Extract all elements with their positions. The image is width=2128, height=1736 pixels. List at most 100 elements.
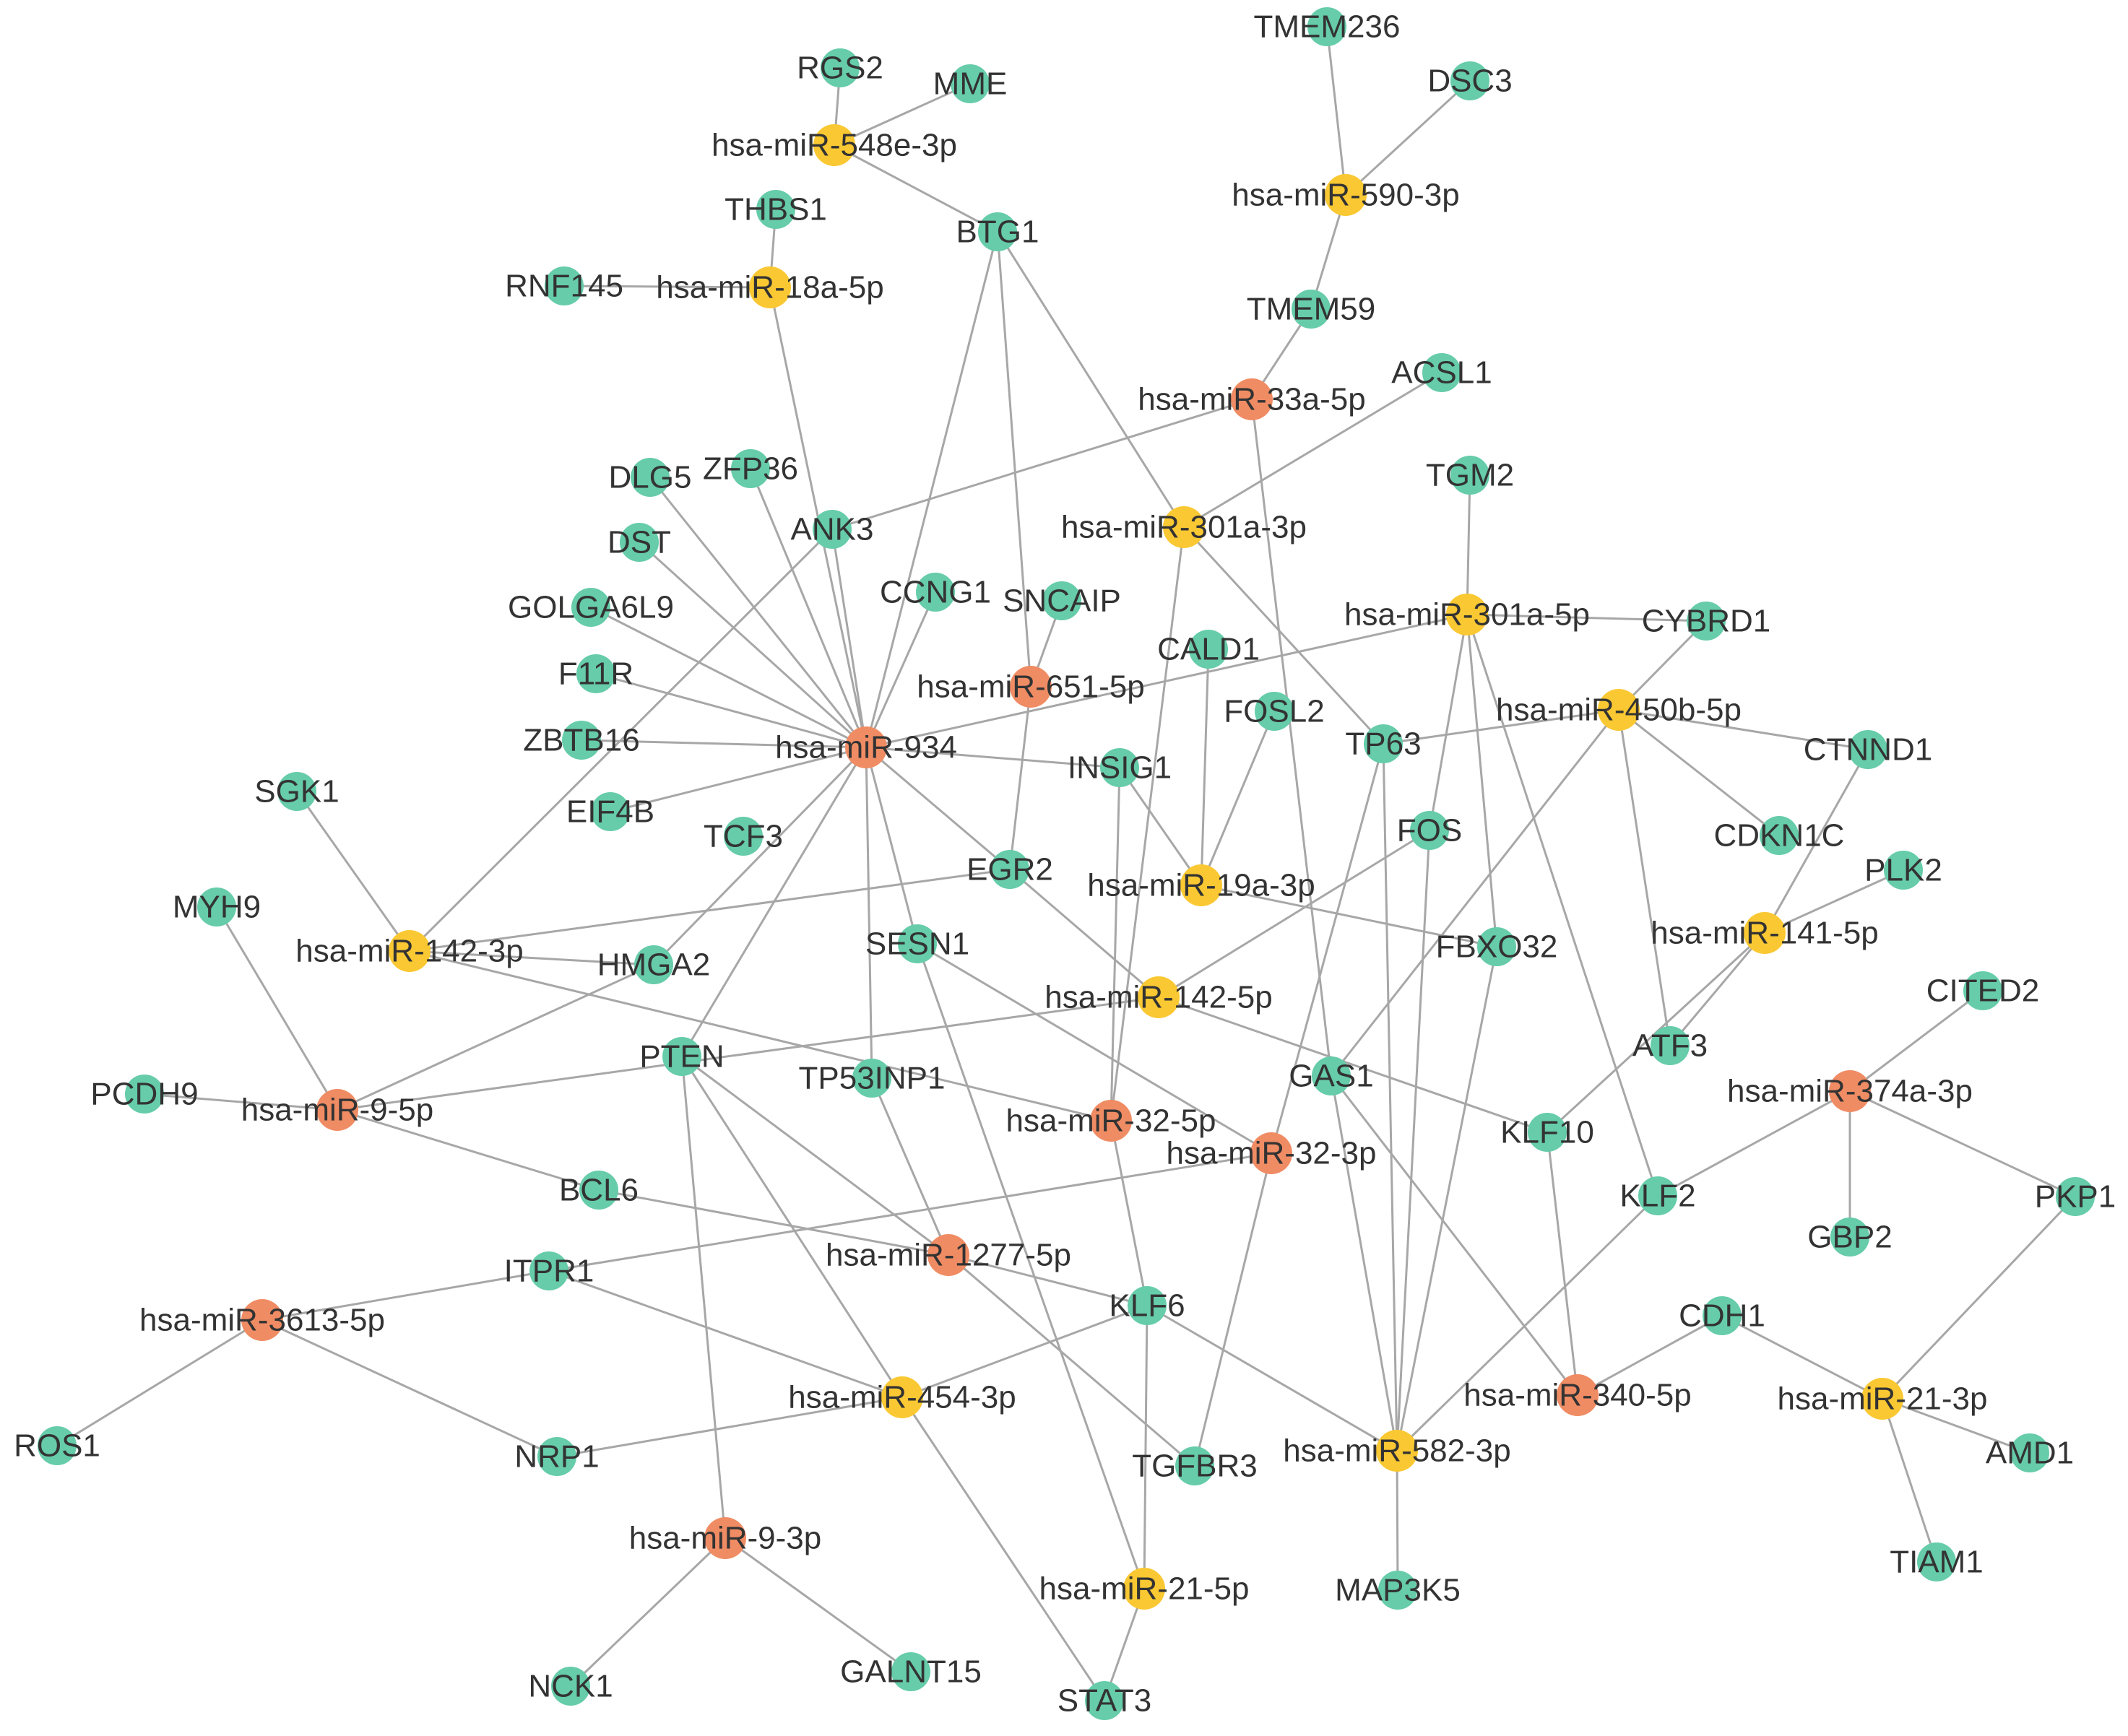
node-KLF2[interactable]	[1638, 1176, 1677, 1215]
edge-miR12775p-TGFBR3	[948, 1254, 1195, 1467]
node-DST[interactable]	[620, 523, 659, 562]
node-MME[interactable]	[951, 64, 990, 103]
node-miR301a3p[interactable]	[1163, 506, 1205, 548]
node-miR215p[interactable]	[1123, 1568, 1165, 1610]
node-GOLGA6L9[interactable]	[571, 588, 610, 627]
node-miR325p[interactable]	[1090, 1100, 1132, 1142]
node-miR1423p[interactable]	[389, 930, 431, 972]
node-PCDH9[interactable]	[125, 1075, 164, 1114]
node-ZBTB16[interactable]	[562, 721, 601, 760]
node-label-miR3405p: hsa-miR-340-5p	[1463, 1378, 1691, 1413]
node-BCL6[interactable]	[579, 1171, 618, 1210]
node-SNCAIP[interactable]	[1042, 581, 1081, 620]
node-CCNG1[interactable]	[916, 573, 955, 612]
node-GALNT15[interactable]	[891, 1652, 930, 1691]
node-GBP2[interactable]	[1830, 1218, 1869, 1257]
node-DLG5[interactable]	[631, 458, 670, 497]
node-TP53INP1[interactable]	[852, 1059, 891, 1098]
node-miR5903p[interactable]	[1325, 174, 1367, 216]
node-miR18a5p[interactable]	[749, 266, 791, 308]
edge-FOS-miR1425p	[1158, 829, 1430, 999]
edge-miR1415p-ATF3	[1669, 932, 1766, 1046]
node-TGM2[interactable]	[1450, 456, 1489, 495]
edge-miR1423p-HMGA2	[409, 950, 654, 966]
node-FOSL2[interactable]	[1255, 692, 1294, 731]
node-miR548e3p[interactable]	[813, 124, 855, 166]
node-ACSL1[interactable]	[1422, 353, 1461, 392]
node-miR450b5p[interactable]	[1598, 689, 1640, 731]
node-miR5823p[interactable]	[1376, 1430, 1418, 1472]
node-CYBRD1[interactable]	[1687, 602, 1726, 641]
node-DSC3[interactable]	[1450, 61, 1489, 100]
node-ROS1[interactable]	[38, 1426, 77, 1465]
node-THBS1[interactable]	[756, 190, 795, 229]
node-TGFBR3[interactable]	[1175, 1446, 1214, 1485]
node-EGR2[interactable]	[990, 850, 1029, 889]
node-miR36135p[interactable]	[241, 1299, 283, 1341]
node-TIAM1[interactable]	[1917, 1542, 1956, 1581]
node-miR12775p[interactable]	[927, 1234, 969, 1276]
edge-miR6515p-EGR2	[1008, 686, 1032, 870]
node-ZFP36[interactable]	[731, 449, 770, 488]
node-CALD1[interactable]	[1189, 630, 1228, 669]
node-miR4543p[interactable]	[881, 1376, 923, 1418]
node-label-F11R: F11R	[558, 656, 633, 692]
node-miR934[interactable]	[845, 726, 887, 768]
node-miR95p[interactable]	[316, 1089, 358, 1131]
node-F11R[interactable]	[576, 654, 615, 693]
node-miR323p[interactable]	[1250, 1132, 1292, 1174]
node-KLF6[interactable]	[1128, 1286, 1167, 1325]
node-NRP1[interactable]	[537, 1437, 576, 1476]
node-EIF4B[interactable]	[591, 792, 630, 831]
node-ATF3[interactable]	[1651, 1026, 1690, 1065]
node-BTG1[interactable]	[978, 212, 1017, 251]
node-miR19a3p[interactable]	[1180, 864, 1222, 906]
node-RGS2[interactable]	[821, 48, 860, 87]
node-CITED2[interactable]	[1963, 971, 2002, 1010]
node-miR374a3p[interactable]	[1829, 1070, 1871, 1112]
node-miR3405p[interactable]	[1557, 1374, 1599, 1416]
node-TMEM59[interactable]	[1292, 290, 1331, 329]
node-CDH1[interactable]	[1703, 1296, 1742, 1335]
node-MAP3K5[interactable]	[1378, 1571, 1417, 1610]
node-label-DSC3: DSC3	[1427, 64, 1512, 99]
node-miR1415p[interactable]	[1744, 912, 1786, 954]
node-label-TMEM236: TMEM236	[1254, 9, 1401, 45]
node-ANK3[interactable]	[813, 510, 852, 549]
node-ITPR1[interactable]	[529, 1251, 568, 1290]
node-TP63[interactable]	[1364, 724, 1403, 763]
node-PTEN[interactable]	[662, 1037, 701, 1076]
node-miR33a5p[interactable]	[1231, 378, 1273, 420]
node-PLK2[interactable]	[1884, 851, 1923, 890]
node-miR301a5p[interactable]	[1446, 594, 1488, 635]
node-NCK1[interactable]	[551, 1667, 590, 1706]
node-STAT3[interactable]	[1085, 1681, 1124, 1720]
node-CDKN1C[interactable]	[1760, 816, 1799, 855]
node-PKP1[interactable]	[2056, 1177, 2095, 1216]
node-HMGA2[interactable]	[634, 945, 673, 984]
node-miR6515p[interactable]	[1010, 666, 1052, 708]
node-KLF10[interactable]	[1528, 1113, 1567, 1152]
node-SGK1[interactable]	[277, 772, 316, 811]
node-CTNND1[interactable]	[1848, 730, 1887, 769]
node-TCF3[interactable]	[724, 817, 763, 856]
edge-miR934-INSIG1	[865, 746, 1120, 769]
edge-INSIG1-miR19a3p	[1118, 767, 1203, 886]
edge-miR934-SESN1	[865, 747, 919, 945]
node-FBXO32[interactable]	[1477, 927, 1516, 966]
edge-ZBTB16-miR934	[581, 739, 867, 749]
node-FOS[interactable]	[1410, 811, 1449, 850]
node-label-miR93p: hsa-miR-9-3p	[629, 1521, 822, 1556]
node-MYH9[interactable]	[197, 887, 236, 926]
node-SESN1[interactable]	[898, 924, 937, 963]
node-miR213p[interactable]	[1861, 1378, 1903, 1420]
node-RNF145[interactable]	[545, 266, 584, 305]
node-INSIG1[interactable]	[1100, 748, 1139, 787]
node-TMEM236[interactable]	[1307, 7, 1346, 46]
node-GAS1[interactable]	[1312, 1056, 1351, 1095]
node-miR1425p[interactable]	[1138, 976, 1180, 1018]
node-miR93p[interactable]	[704, 1517, 746, 1559]
edge-miR374a3p-KLF2	[1657, 1090, 1851, 1197]
edge-ANK3-miR1423p	[408, 528, 834, 952]
node-AMD1[interactable]	[2010, 1433, 2049, 1472]
